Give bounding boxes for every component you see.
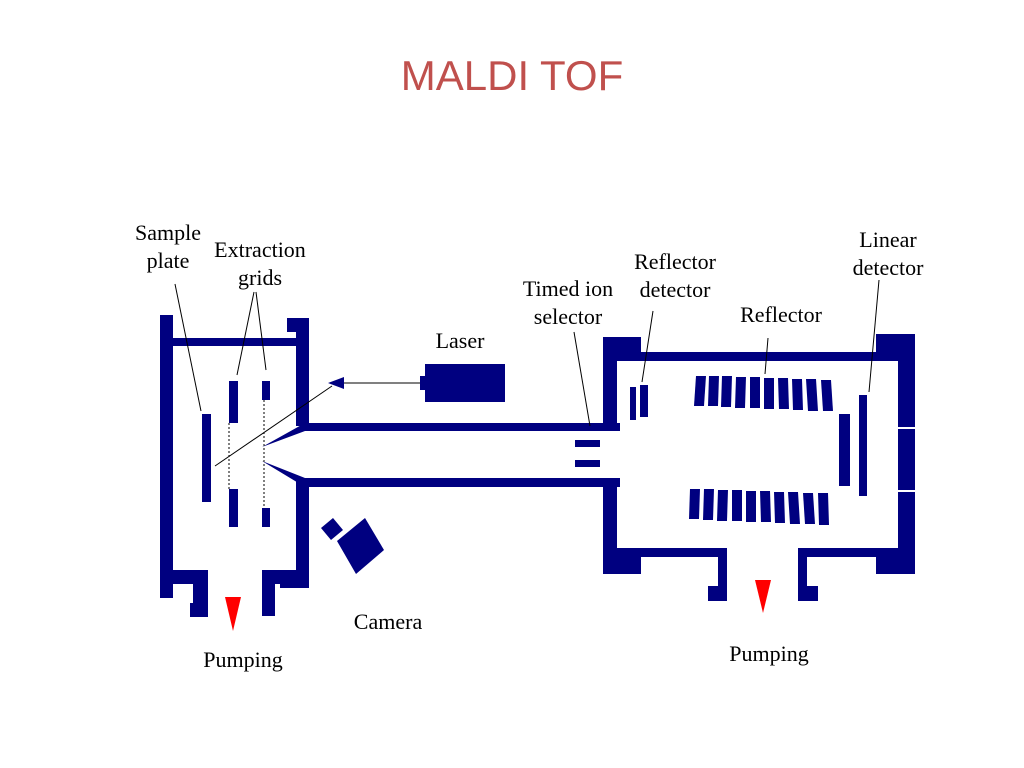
reflector-chamber	[603, 334, 915, 601]
extraction-grids	[229, 381, 270, 527]
slide-title: MALDI TOF	[400, 52, 624, 99]
label-pumping-right: Pumping	[729, 641, 809, 666]
pumping-arrow-right	[755, 580, 771, 613]
label-linear-detector: Linear detector	[852, 227, 924, 280]
label-sample-plate: Sample plate	[135, 220, 201, 273]
sample-plate	[202, 414, 211, 502]
reflector-detector	[630, 385, 648, 420]
laser-beam	[214, 377, 420, 467]
timed-ion-selector	[575, 440, 600, 467]
label-laser: Laser	[435, 328, 485, 353]
camera	[321, 518, 384, 574]
label-camera: Camera	[353, 609, 423, 634]
label-pumping-left: Pumping	[203, 647, 283, 672]
label-timed-ion-selector: Timed ion selector	[522, 276, 614, 329]
label-reflector-detector: Reflector detector	[634, 249, 716, 302]
label-extraction-grids: Extraction grids	[214, 237, 306, 290]
linear-detector	[839, 395, 867, 496]
source-chamber	[160, 315, 309, 617]
laser	[420, 364, 505, 402]
reflector-rings	[689, 376, 833, 525]
label-reflector: Reflector	[740, 302, 822, 327]
flight-tube	[262, 423, 620, 487]
pumping-arrow-left	[225, 597, 241, 631]
leader-lines	[174, 279, 880, 427]
